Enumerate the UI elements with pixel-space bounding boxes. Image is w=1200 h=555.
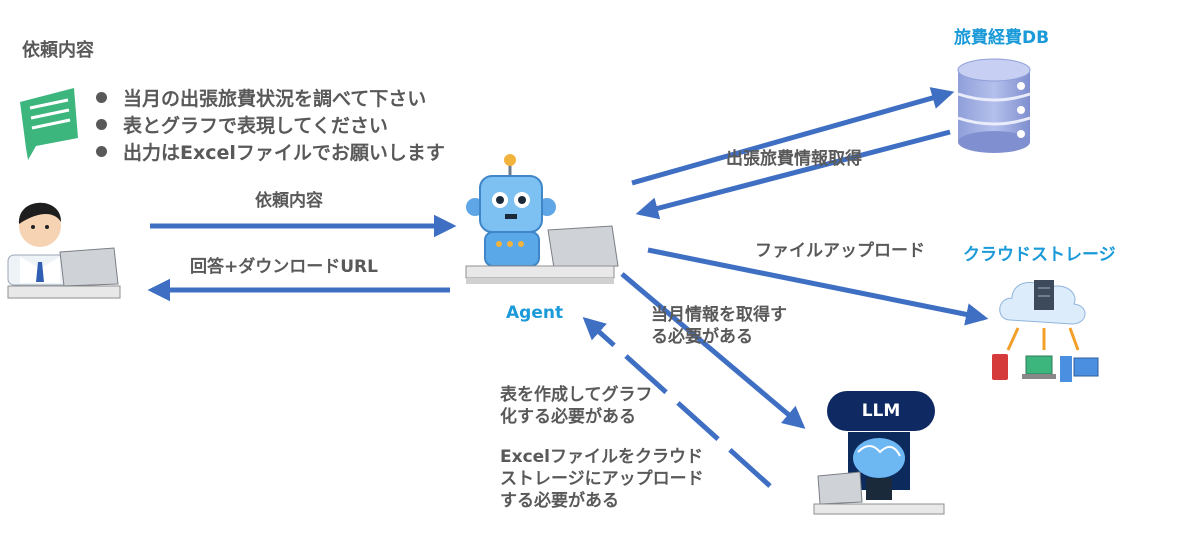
ai-brain-icon <box>813 432 945 515</box>
edge-label-db-fetch: 出張旅費情報取得 <box>726 149 862 169</box>
robot-agent-icon <box>465 154 619 284</box>
database-label: 旅費経費DB <box>954 28 1050 48</box>
bullet-item: 当月の出張旅費状況を調べて下さい <box>96 84 445 111</box>
agent-label: Agent <box>506 303 564 323</box>
cloud-server-icon <box>992 280 1099 382</box>
edge-label-agent-to-llm: 当月情報を取得す る必要がある <box>651 305 787 347</box>
arrow-llm-to-agent <box>582 316 772 488</box>
arrow-agent-to-db <box>631 87 955 186</box>
database-icon <box>957 58 1031 153</box>
llm-badge: LLM <box>827 391 935 431</box>
edge-label-llm-to-agent: 表を作成してグラフ 化する必要がある Excelファイルをクラウド ストレージに… <box>500 385 704 511</box>
request-bullet-list: 当月の出張旅費状況を調べて下さい 表とグラフで表現してください 出力はExcel… <box>96 84 445 165</box>
bullet-item: 出力はExcelファイルでお願いします <box>96 138 445 165</box>
chat-bubble-icon <box>20 88 78 160</box>
arrow-agent-to-llm <box>620 272 806 429</box>
arrow-db-to-agent <box>635 129 951 220</box>
request-title: 依頼内容 <box>22 40 94 61</box>
bullet-item: 表とグラフで表現してください <box>96 111 445 138</box>
edge-label-upload: ファイルアップロード <box>755 241 925 261</box>
arrow-agent-to-cloud <box>647 247 989 326</box>
user-with-laptop-icon <box>7 202 121 299</box>
diagram-arrows <box>147 87 989 488</box>
edge-label-request: 依頼内容 <box>255 191 323 211</box>
edge-label-response: 回答+ダウンロードURL <box>190 257 378 277</box>
cloud-storage-label: クラウドストレージ <box>963 245 1116 265</box>
